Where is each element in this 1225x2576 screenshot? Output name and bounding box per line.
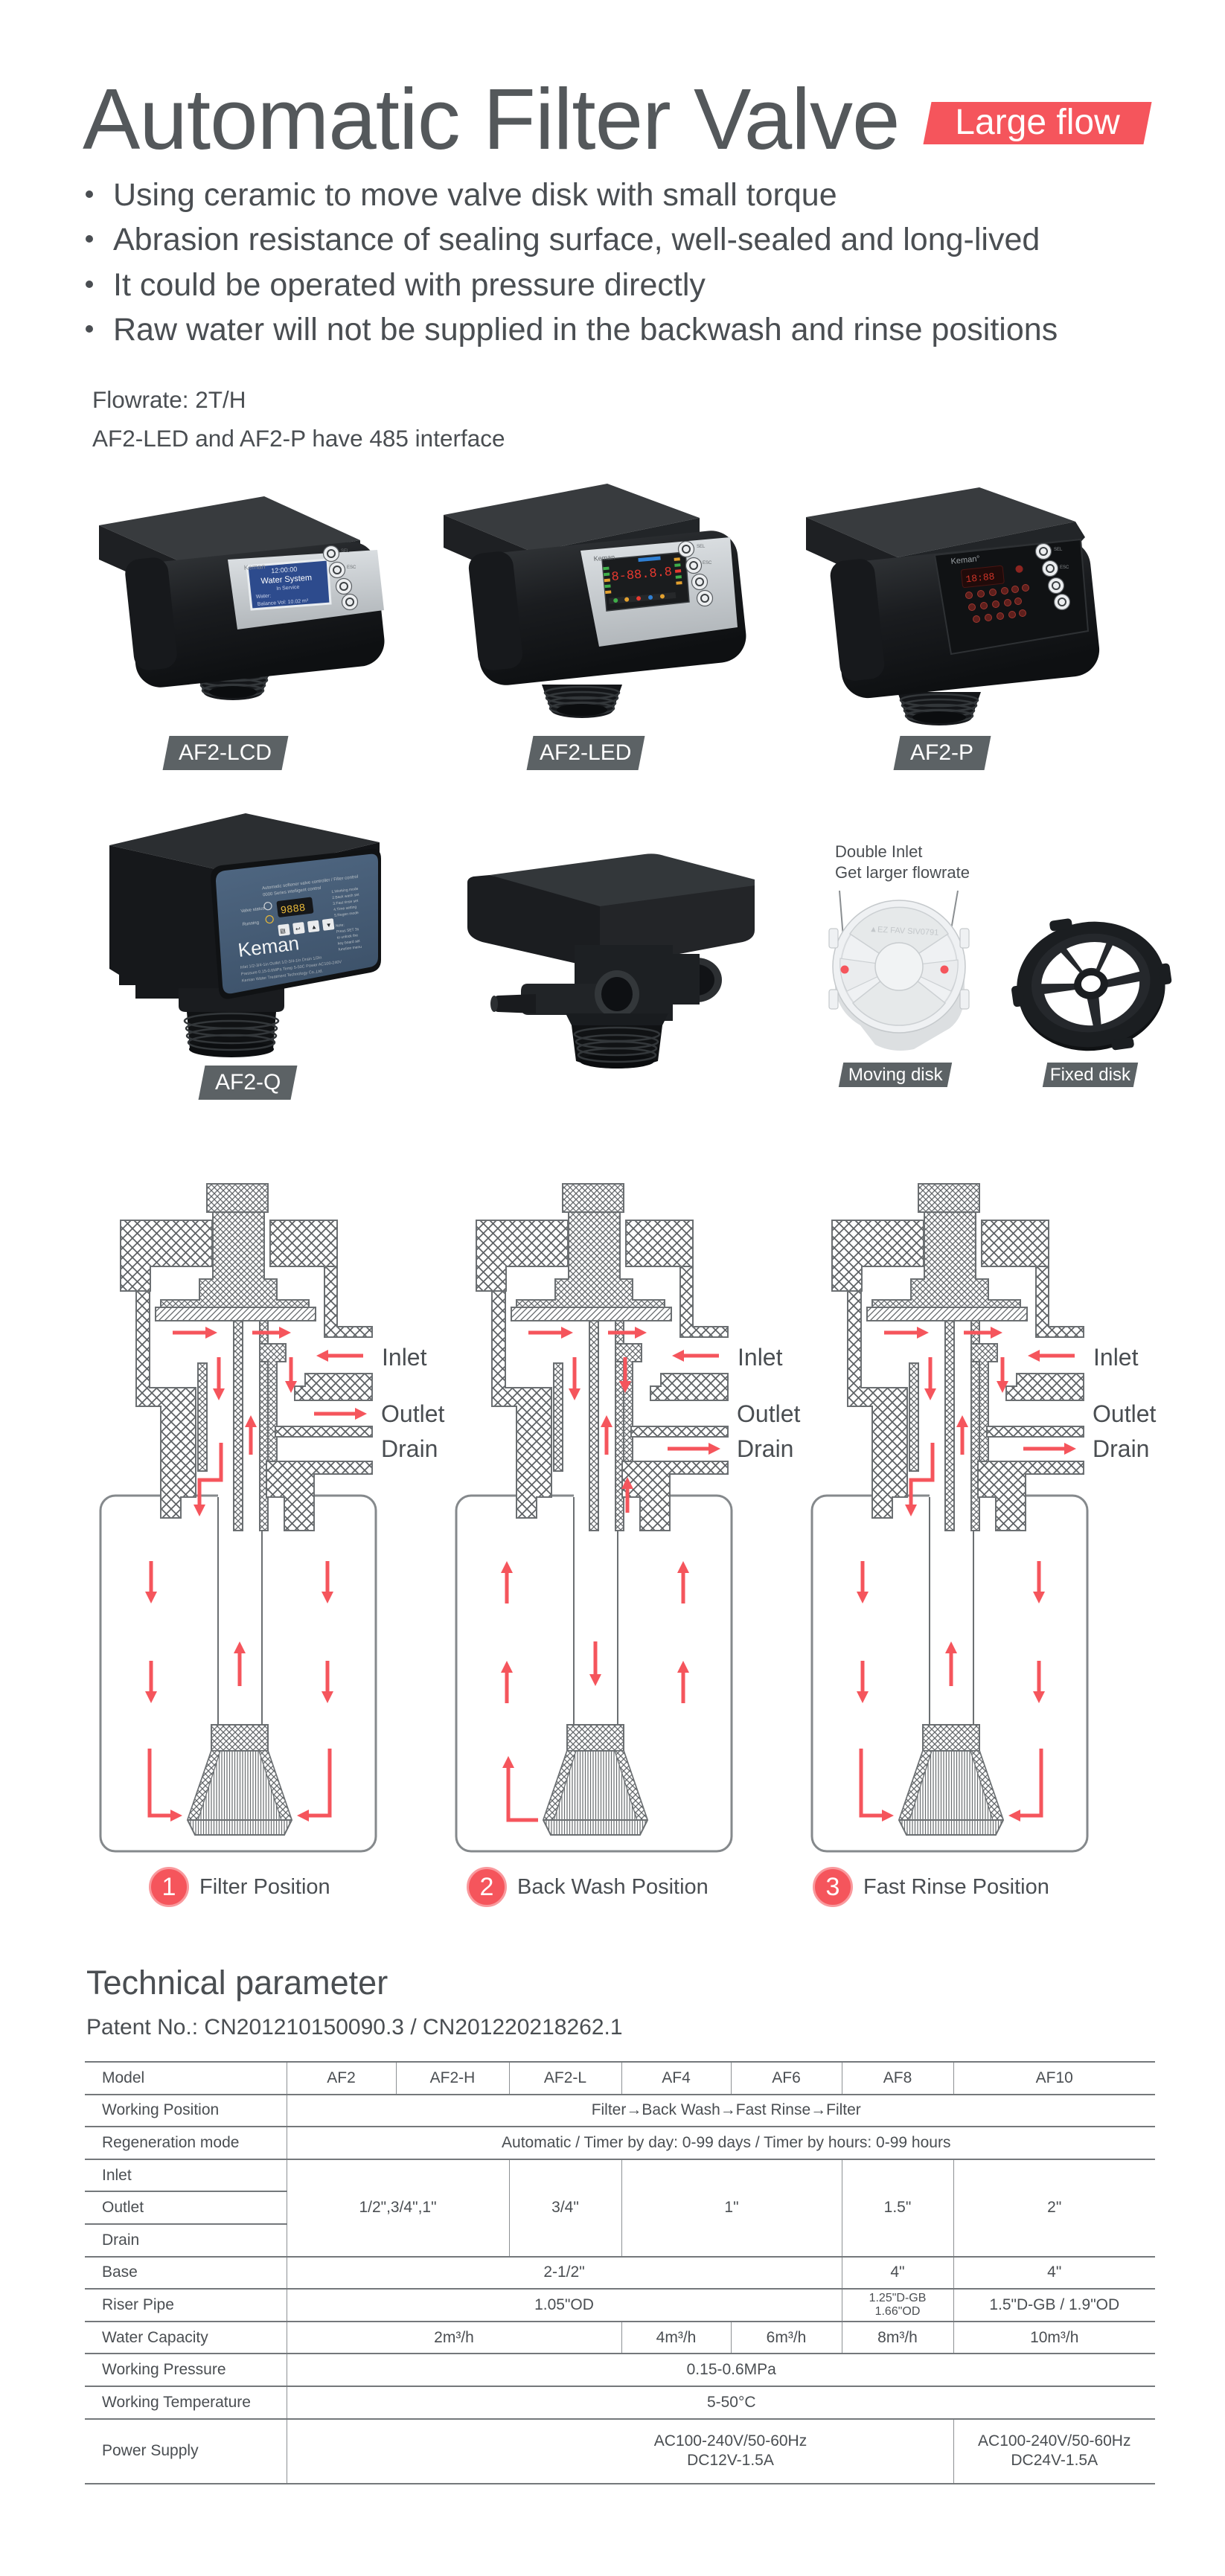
svg-text:▲: ▲ — [310, 923, 317, 931]
svg-text:Keman: Keman — [243, 563, 265, 571]
svg-text:▲EZ FAV SIV0791: ▲EZ FAV SIV0791 — [869, 925, 939, 938]
svg-text:ESC: ESC — [1060, 565, 1069, 570]
svg-text:Keman: Keman — [593, 554, 615, 563]
svg-text:1.Working mode: 1.Working mode — [331, 887, 359, 894]
svg-text:In Service: In Service — [276, 585, 300, 592]
svg-text:SEL: SEL — [341, 549, 350, 554]
svg-text:Keman°: Keman° — [950, 554, 980, 566]
svg-text:Note:: Note: — [336, 923, 345, 928]
svg-text:5.Regen mode: 5.Regen mode — [334, 911, 359, 918]
svg-text:Water System: Water System — [260, 574, 312, 586]
svg-text:↩: ↩ — [295, 926, 301, 933]
svg-text:12:00:00: 12:00:00 — [271, 565, 298, 574]
svg-text:18:88: 18:88 — [965, 571, 995, 585]
svg-text:ESC: ESC — [703, 561, 712, 565]
svg-text:▤: ▤ — [280, 927, 287, 935]
svg-text:4.Time setting: 4.Time setting — [333, 905, 357, 912]
svg-text:9888: 9888 — [280, 903, 306, 917]
svg-text:Running: Running — [242, 920, 259, 927]
svg-text:key board set: key board set — [338, 939, 361, 946]
svg-text:Valve status: Valve status — [240, 906, 265, 914]
svg-text:function menu: function menu — [339, 945, 362, 952]
svg-text:3.Fast rinse set: 3.Fast rinse set — [333, 899, 359, 906]
svg-text:to unlock the: to unlock the — [337, 933, 359, 940]
svg-text:SEL: SEL — [1054, 548, 1063, 552]
svg-text:2.Back wash set: 2.Back wash set — [332, 893, 359, 900]
svg-text:Balance Vol: 10.02 m³: Balance Vol: 10.02 m³ — [258, 598, 309, 607]
svg-text:Press SET 3s: Press SET 3s — [336, 927, 359, 935]
svg-text:Water:: Water: — [256, 594, 272, 600]
svg-text:▼: ▼ — [325, 921, 332, 929]
svg-text:ESC: ESC — [347, 565, 356, 570]
svg-text:SEL: SEL — [697, 545, 706, 549]
